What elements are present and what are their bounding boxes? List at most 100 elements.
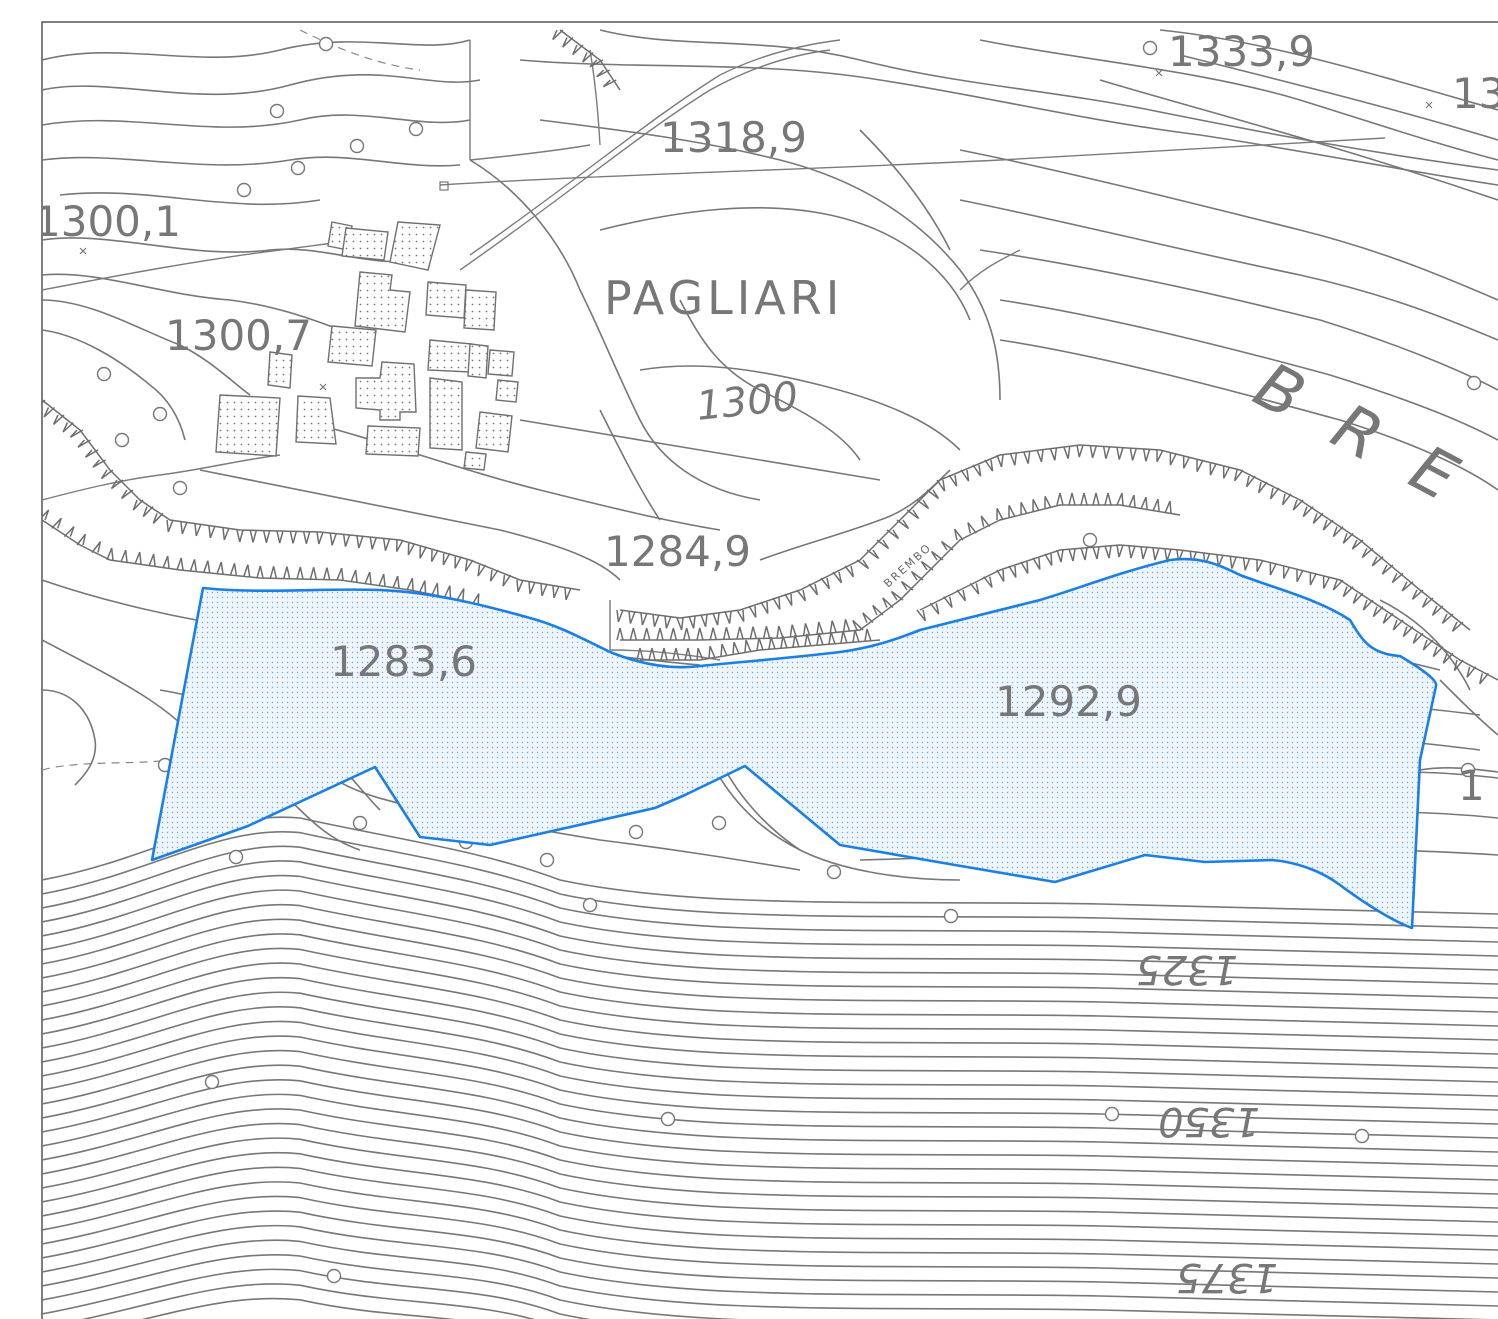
tree-symbol: [1142, 40, 1158, 56]
tree-symbol: [943, 908, 959, 924]
escarpment-tick: [1062, 446, 1071, 459]
contour-line: [81, 1283, 535, 1319]
escarpment-tick: [1116, 447, 1124, 460]
contour-label-1375: 1375: [1176, 1254, 1278, 1300]
escarpment-tick: [63, 526, 75, 538]
contour-label-1350: 1350: [1158, 1098, 1260, 1144]
escarpment-tick: [454, 556, 462, 569]
escarpment-tick: [382, 538, 391, 551]
escarpment-tick: [582, 51, 594, 63]
escarpment-tick: [464, 559, 474, 572]
contour-line: [42, 830, 1498, 929]
escarpment-tick: [194, 523, 202, 537]
escarpment-tick: [1412, 632, 1424, 644]
contour-line: [42, 1210, 1498, 1293]
escarpment-tick: [110, 479, 124, 490]
tree-symbol: [172, 480, 188, 496]
escarpment-tick: [896, 519, 910, 530]
escarpment-tick: [828, 631, 836, 645]
escarpment-tick: [628, 611, 636, 624]
escarpment-tick: [876, 539, 890, 550]
escarpment-tick: [1401, 581, 1414, 592]
river-label-bre: BRE: [1242, 349, 1498, 537]
escarpment-tick: [572, 44, 584, 56]
escarpment-tick: [1332, 526, 1344, 538]
escarpment-tick: [134, 551, 142, 565]
spot-height-1283: 1283,6: [330, 637, 477, 686]
escarpment-tick: [864, 628, 872, 642]
escarpment-tick: [688, 616, 696, 629]
escarpment-tick: [51, 517, 62, 529]
highlighted-parcel[interactable]: [150, 557, 1438, 930]
escarpment-tick: [866, 549, 880, 560]
escarpment-tick: [1092, 546, 1100, 560]
escarpment-tick: [1361, 547, 1374, 559]
escarpment-tick: [1479, 672, 1489, 685]
escarpment-tick: [76, 533, 87, 546]
escarpment-tick: [1411, 589, 1424, 600]
escarpment-tick: [1068, 548, 1076, 562]
escarpment-tick: [1432, 646, 1444, 658]
escarpment-tick: [1302, 506, 1314, 518]
escarpment-tick: [1342, 532, 1354, 544]
escarpment-tick: [419, 546, 427, 559]
escarpment-tick: [1049, 448, 1058, 461]
escarpment-tick: [1442, 652, 1454, 664]
escarpment-tick: [1020, 502, 1028, 515]
escarpment-tick: [1391, 572, 1404, 584]
escarpment-tick: [722, 627, 731, 640]
contour-line: [42, 962, 1498, 1055]
escarpment-tick: [596, 69, 611, 78]
escarpment-tick: [1128, 545, 1136, 559]
contour-line: [42, 918, 1498, 1013]
tree-symbol: [269, 103, 285, 119]
escarpment-tick: [648, 647, 656, 661]
escarpment-tick: [282, 566, 291, 579]
escarpment-tick: [696, 627, 704, 641]
escarpment-tick: [1269, 487, 1280, 500]
escarpment-tick: [660, 647, 668, 661]
spot-height-1300b: 1300,7: [165, 311, 312, 360]
escarpment-tick: [229, 563, 238, 576]
spot-height-1318: 1318,9: [660, 113, 807, 162]
escarpment-tick: [926, 489, 940, 500]
tree-symbol: [1354, 1128, 1370, 1144]
tree-symbol: [318, 36, 334, 52]
escarpment-tick: [656, 627, 664, 641]
escarpment-tick: [1116, 544, 1124, 558]
escarpment-tick: [816, 632, 824, 646]
escarpment-tick: [152, 512, 164, 524]
escarpment-tick: [969, 582, 980, 595]
survey-marks: [79, 69, 1433, 391]
tree-symbol: [1104, 1106, 1120, 1122]
escarpment-tick: [682, 627, 691, 641]
escarpment-tick: [1242, 558, 1251, 571]
contour-line: [42, 845, 1498, 943]
escarpment-tick: [442, 552, 451, 566]
escarpment-tick: [1352, 592, 1364, 604]
escarpment-tick: [540, 583, 548, 597]
escarpment-tick: [862, 612, 874, 624]
contour-line: [42, 1239, 1492, 1319]
escarpment-tick: [106, 547, 114, 561]
contour-line: [42, 933, 1498, 1027]
escarpment-tick: [984, 459, 994, 472]
escarpment-tick: [1116, 492, 1124, 506]
escarpment-tick: [1371, 556, 1384, 567]
escarpment-tick: [724, 611, 732, 624]
escarpment-tick: [1156, 449, 1164, 462]
edge-label-right-mid: 1: [1458, 761, 1485, 810]
escarpment-tick: [176, 557, 184, 571]
tree-symbol: [582, 897, 598, 913]
escarpment-tick: [672, 647, 680, 661]
escarpment-tick: [1209, 462, 1217, 476]
escarpment-tick: [528, 581, 536, 595]
spot-height-1333: 1333,9: [1168, 27, 1315, 76]
escarpment-tick: [1421, 597, 1434, 608]
escarpment-tick: [392, 575, 400, 589]
escarpment-tick: [816, 621, 824, 635]
escarpment-tick: [1008, 565, 1017, 578]
contour-line: [42, 1079, 1498, 1167]
contour-line: [42, 947, 1498, 1041]
escarpment-tick: [900, 580, 914, 591]
